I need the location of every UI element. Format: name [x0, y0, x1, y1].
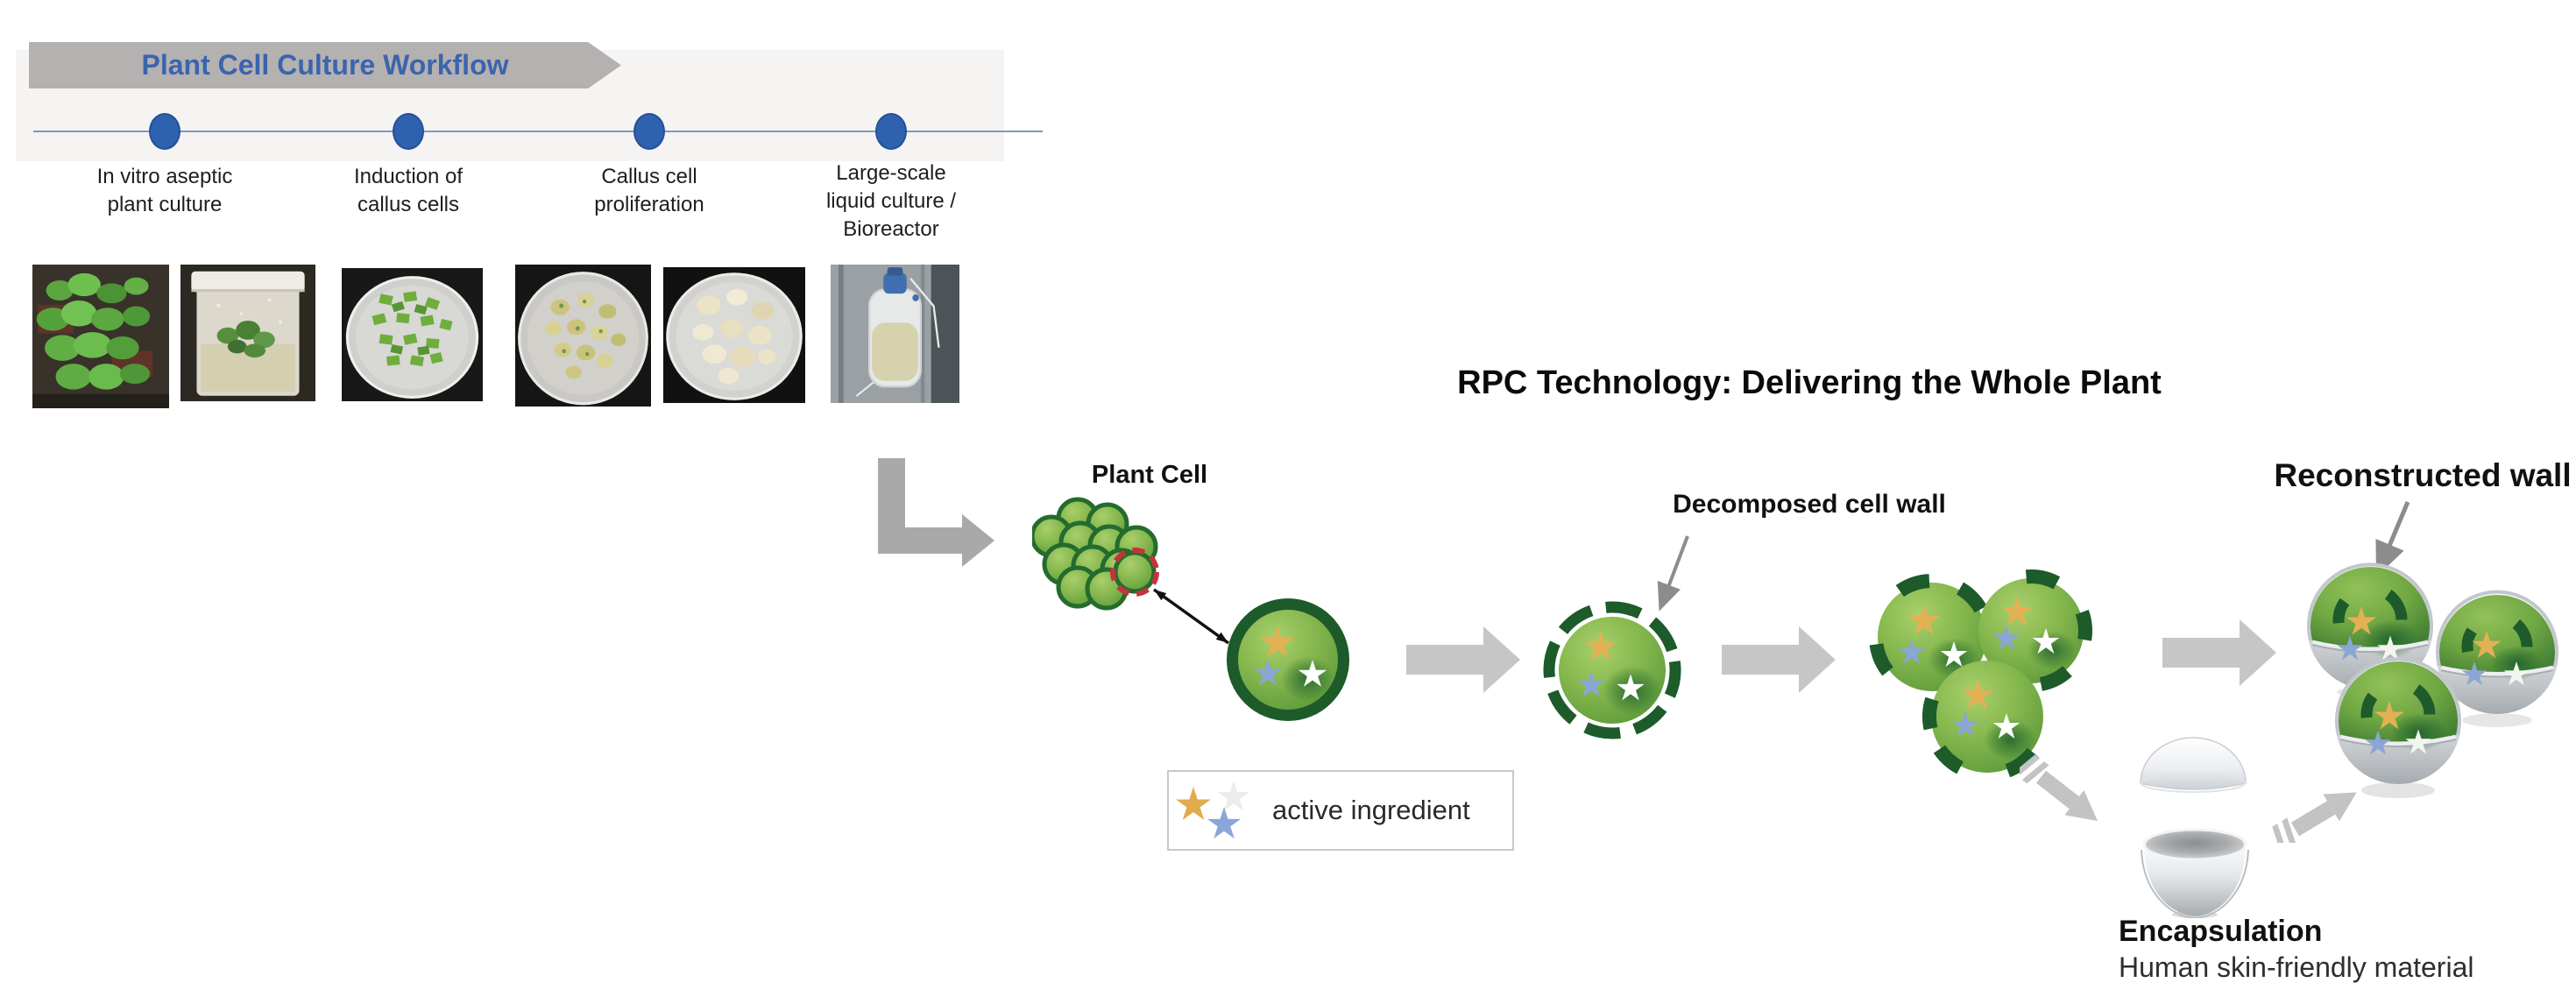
photo-leaf-explants-dish — [342, 268, 483, 401]
decomposed-cell — [1543, 601, 1681, 739]
elbow-arrow-icon — [878, 458, 994, 567]
encapsulation-arrow-icon — [2020, 754, 2098, 822]
legend-box — [1167, 770, 1514, 851]
workflow-step-label-4: Large-scale liquid culture / Bioreactor — [825, 161, 957, 241]
photo-callus-proliferation-dish — [663, 267, 805, 403]
decomposed-label: Decomposed cell wall — [1673, 490, 1946, 519]
timeline-dot-2 — [393, 113, 424, 150]
workflow-title: Plant Cell Culture Workflow — [141, 49, 509, 81]
encapsulation-note: Human skin-friendly material — [2119, 951, 2474, 983]
timeline-line — [33, 131, 1043, 132]
plant-cell-with-wall — [1227, 598, 1349, 721]
star-gold-icon — [1176, 787, 1211, 820]
timeline-dot-3 — [633, 113, 665, 150]
timeline-dot-4 — [875, 113, 907, 150]
zoom-arrow-icon — [1152, 588, 1230, 645]
reconstructed-capsules — [2307, 562, 2558, 798]
encapsulation-label: Encapsulation — [2119, 915, 2323, 948]
selected-cell-highlight — [1110, 548, 1159, 597]
plant-cell-cluster — [1032, 497, 1159, 611]
photo-aseptic-plants — [32, 265, 169, 408]
flow-arrow-icon — [1722, 626, 1836, 693]
timeline-dot-1 — [149, 113, 180, 150]
star-blue-icon — [1207, 807, 1242, 839]
flow-arrow-icon — [2162, 619, 2276, 686]
rpc-title: RPC Technology: Delivering the Whole Pla… — [1457, 364, 2162, 401]
decomposed-cells-cluster — [1869, 569, 2092, 781]
reconstructed-pointer-arrow-icon — [2375, 501, 2410, 577]
photo-bioreactor — [831, 265, 959, 403]
workflow-step-label-3: Callus cell proliferation — [594, 165, 704, 216]
workflow-step-label-1: In vitro aseptic plant culture — [96, 165, 233, 216]
star-white-icon — [1217, 781, 1250, 811]
photo-culture-jar — [180, 265, 315, 401]
plant-cell-label: Plant Cell — [1091, 461, 1208, 489]
decomposed-pointer-arrow-icon — [1657, 535, 1689, 612]
workflow-title-banner: Plant Cell Culture Workflow — [29, 42, 621, 88]
legend-stars — [1176, 781, 1250, 839]
flow-arrow-icon — [1406, 626, 1520, 693]
workflow-step-label-2: Induction of callus cells — [353, 165, 464, 216]
legend-label: active ingredient — [1272, 795, 1470, 825]
open-capsule — [2140, 737, 2249, 918]
photo-callus-induction-dish — [515, 265, 651, 407]
sealing-arrow-icon — [2272, 792, 2357, 843]
reconstructed-label: Reconstructed wall — [2274, 457, 2572, 493]
